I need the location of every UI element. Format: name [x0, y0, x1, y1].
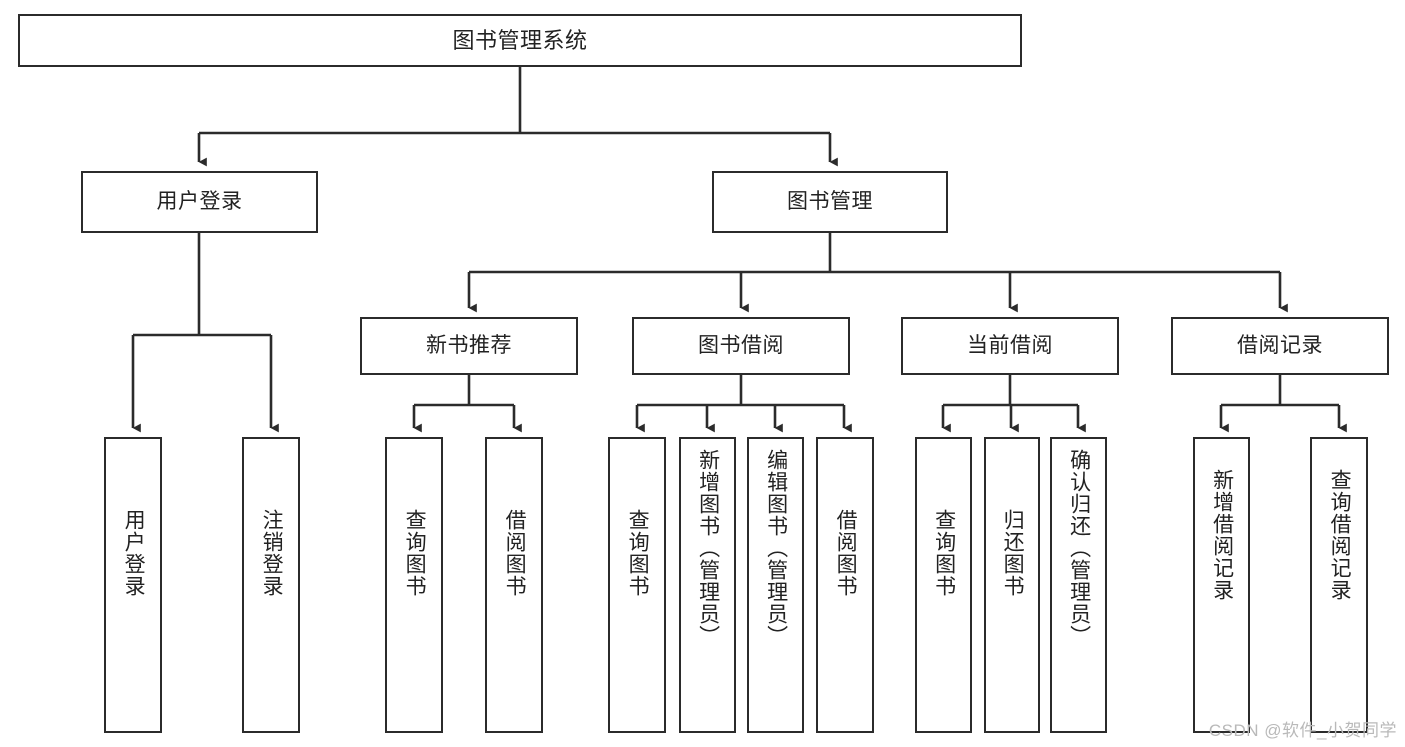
node-current-borrow[interactable]: 当前借阅: [901, 317, 1119, 375]
node-label: 查询图书: [626, 509, 650, 597]
leaf-edit-book-admin[interactable]: 编辑图书（管理员）: [747, 437, 804, 733]
node-new-book-recommend[interactable]: 新书推荐: [360, 317, 578, 375]
leaf-query-book-borrow[interactable]: 查询图书: [608, 437, 666, 733]
node-label: 用户登录: [122, 509, 146, 597]
node-label: 图书借阅: [698, 333, 784, 357]
node-label: 确认归还（管理员）: [1067, 449, 1091, 647]
watermark: CSDN @软件_小贺同学: [1208, 721, 1397, 740]
node-label: 编辑图书（管理员）: [764, 449, 788, 647]
leaf-add-borrow-record[interactable]: 新增借阅记录: [1193, 437, 1250, 733]
leaf-query-book-recommend[interactable]: 查询图书: [385, 437, 443, 733]
leaf-return-book[interactable]: 归还图书: [984, 437, 1040, 733]
node-label: 查询图书: [403, 509, 427, 597]
node-label: 借阅记录: [1237, 333, 1323, 357]
node-label: 图书管理系统: [452, 27, 588, 53]
node-borrow-record[interactable]: 借阅记录: [1171, 317, 1389, 375]
leaf-logout-login[interactable]: 注销登录: [242, 437, 300, 733]
node-label: 图书管理: [787, 189, 873, 213]
node-label: 借阅图书: [503, 509, 527, 597]
leaf-borrow-book-borrow[interactable]: 借阅图书: [816, 437, 874, 733]
node-book-management[interactable]: 图书管理: [712, 171, 948, 233]
leaf-borrow-book-recommend[interactable]: 借阅图书: [485, 437, 543, 733]
leaf-user-login[interactable]: 用户登录: [104, 437, 162, 733]
node-label: 新书推荐: [426, 333, 512, 357]
node-label: 当前借阅: [967, 333, 1053, 357]
node-label: 新增借阅记录: [1210, 469, 1234, 601]
node-user-login[interactable]: 用户登录: [81, 171, 318, 233]
node-root-book-management-system[interactable]: 图书管理系统: [18, 14, 1022, 67]
node-label: 归还图书: [1001, 509, 1025, 597]
leaf-query-borrow-record[interactable]: 查询借阅记录: [1310, 437, 1368, 733]
node-label: 查询借阅记录: [1328, 469, 1352, 601]
leaf-query-book-current[interactable]: 查询图书: [915, 437, 972, 733]
node-label: 借阅图书: [834, 509, 858, 597]
leaf-add-book-admin[interactable]: 新增图书（管理员）: [679, 437, 736, 733]
node-label: 查询图书: [932, 509, 956, 597]
node-book-borrow[interactable]: 图书借阅: [632, 317, 850, 375]
node-label: 注销登录: [260, 509, 284, 597]
node-label: 新增图书（管理员）: [696, 449, 720, 647]
leaf-confirm-return-admin[interactable]: 确认归还（管理员）: [1050, 437, 1107, 733]
node-label: 用户登录: [156, 189, 243, 213]
